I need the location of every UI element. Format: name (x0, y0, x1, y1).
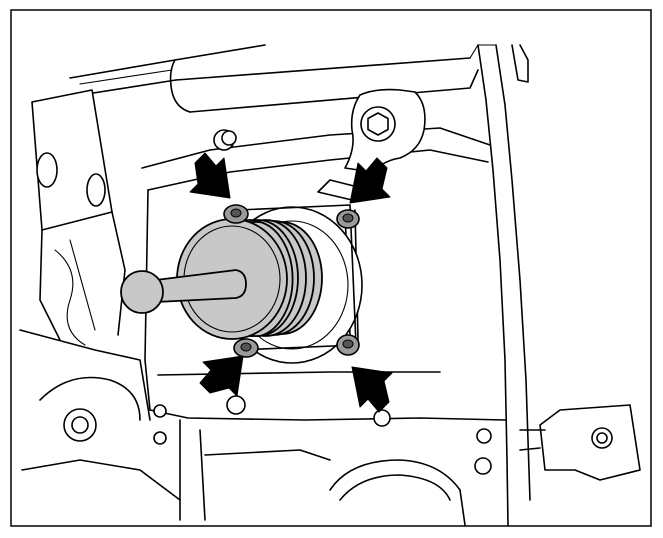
callout-arrows (189, 152, 393, 413)
arrow-down-left-icon (349, 157, 391, 204)
figure-border (10, 9, 652, 527)
arrow-up-right-icon (199, 355, 244, 397)
nut-top-left (223, 204, 249, 224)
nut-bottom-right (336, 334, 360, 356)
arrow-down-right-icon (189, 152, 231, 199)
nut-bottom-left (233, 338, 259, 358)
cylindrical-component (120, 218, 323, 340)
nut-top-right (336, 209, 360, 229)
arrow-up-left-icon (351, 366, 393, 413)
fasteners (223, 204, 360, 358)
